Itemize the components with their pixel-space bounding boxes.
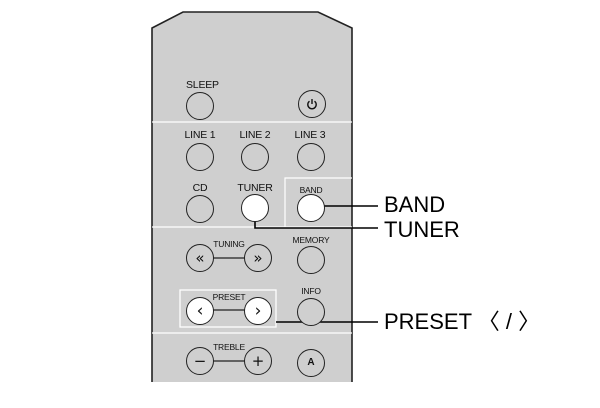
minus-icon: − — [193, 351, 207, 370]
line2-button[interactable] — [241, 143, 269, 171]
preset-prev-button[interactable]: ‹ — [186, 297, 214, 325]
line3-label: LINE 3 — [294, 129, 326, 141]
band-callout: BAND — [384, 192, 446, 217]
info-button[interactable] — [297, 298, 325, 326]
band-button[interactable] — [297, 194, 325, 222]
tuning-down-icon: « — [195, 248, 205, 267]
cd-label: CD — [192, 182, 208, 194]
tuning-up-button[interactable]: » — [244, 244, 272, 272]
tuning-label: TUNING — [213, 239, 245, 249]
preset-prev-icon: ‹ — [196, 300, 204, 321]
preset-next-icon: › — [254, 300, 262, 321]
power-button[interactable] — [298, 90, 326, 118]
info-label: INFO — [301, 286, 321, 296]
preset-frame — [179, 289, 277, 328]
power-icon — [307, 99, 317, 110]
a-button-label: A — [307, 357, 315, 368]
treble-plus-button[interactable]: + — [244, 347, 272, 375]
treble-minus-button[interactable]: − — [186, 347, 214, 375]
treble-label: TREBLE — [213, 342, 245, 352]
sleep-button[interactable] — [186, 92, 214, 120]
band-frame — [284, 177, 352, 227]
preset-callout: PRESET 〈 / 〉 — [384, 309, 541, 334]
preset-label: PRESET — [212, 292, 246, 302]
preset-next-button[interactable]: › — [244, 297, 272, 325]
memory-label: MEMORY — [292, 235, 330, 245]
cd-button[interactable] — [186, 195, 214, 223]
line1-label: LINE 1 — [184, 129, 216, 141]
tuning-up-icon: » — [253, 248, 263, 267]
band-label: BAND — [299, 185, 323, 195]
line1-button[interactable] — [186, 143, 214, 171]
tuning-down-button[interactable]: « — [186, 244, 214, 272]
tuner-label: TUNER — [237, 182, 273, 194]
line3-button[interactable] — [297, 143, 325, 171]
sleep-label: SLEEP — [186, 79, 219, 91]
memory-button[interactable] — [297, 246, 325, 274]
plus-icon: + — [251, 351, 265, 370]
a-button[interactable]: A — [297, 349, 325, 377]
line2-label: LINE 2 — [239, 129, 271, 141]
tuner-callout: TUNER — [384, 217, 460, 242]
tuner-button[interactable] — [241, 194, 269, 222]
